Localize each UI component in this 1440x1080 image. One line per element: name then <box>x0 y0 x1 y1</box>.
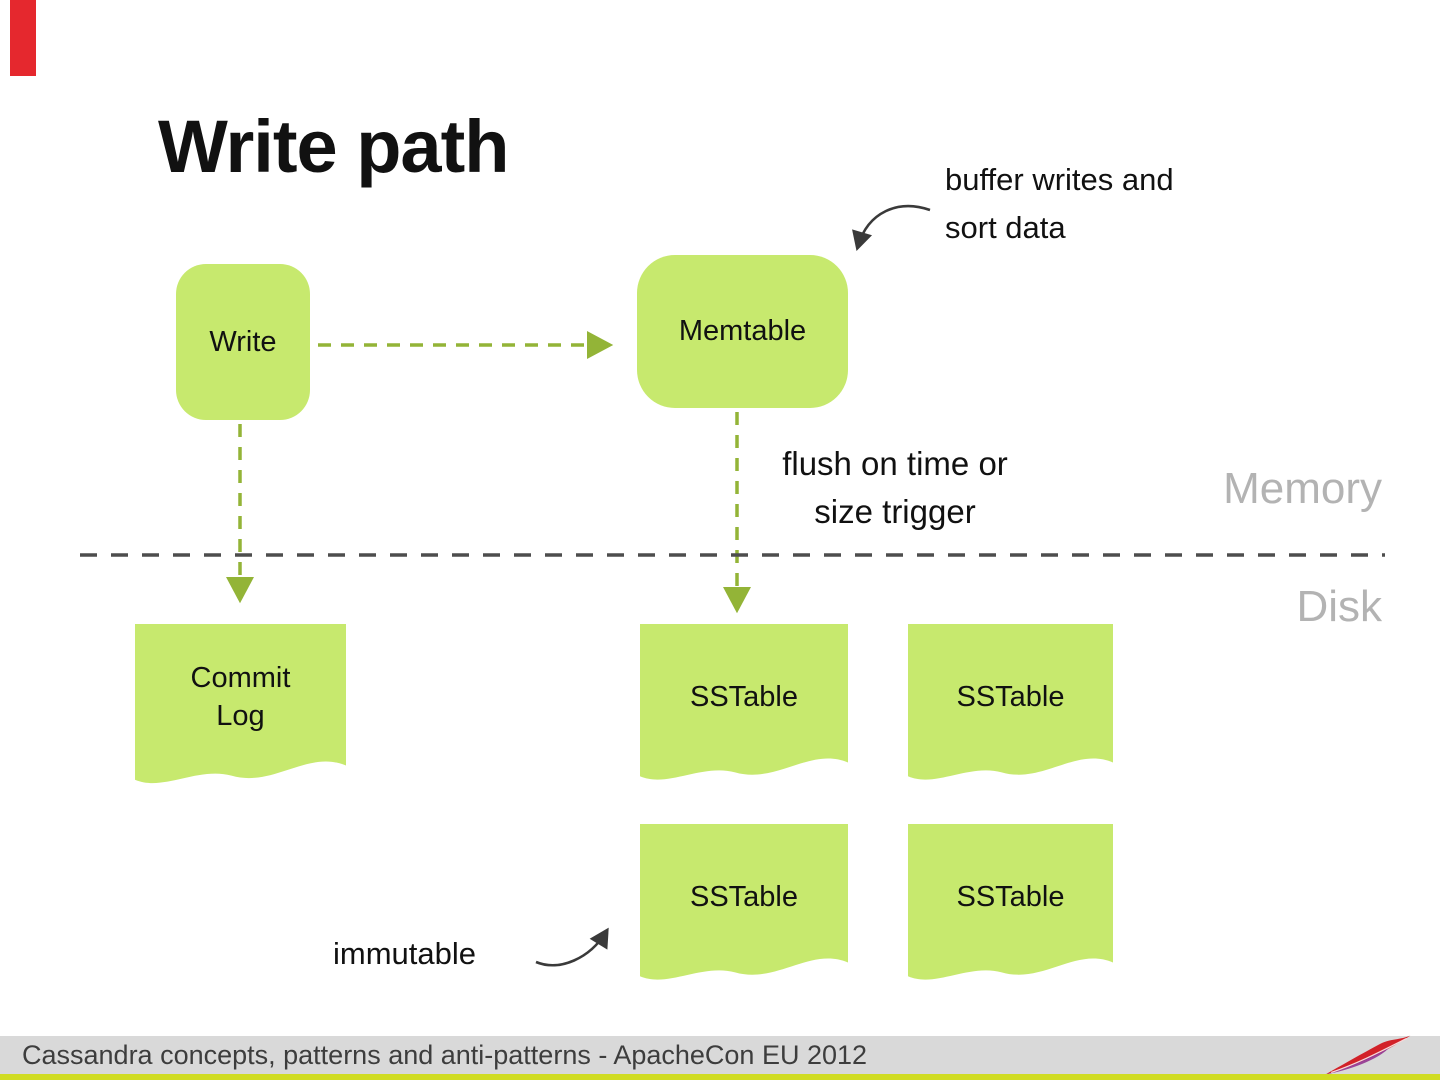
zone-label-disk: Disk <box>1296 582 1382 631</box>
annotation-flush-trigger: flush on time or size trigger <box>782 445 1008 530</box>
node-sstable-3-label: SSTable <box>689 881 798 914</box>
node-sstable-2: SSTable <box>908 624 1113 802</box>
document-shape <box>640 824 848 980</box>
node-commit-log-label: Commit Log <box>190 662 291 732</box>
accent-red-bar <box>10 0 36 76</box>
document-shape <box>908 824 1113 980</box>
footer-bar: Cassandra concepts, patterns and anti-pa… <box>0 1036 1440 1074</box>
node-sstable-4: SSTable <box>908 824 1113 1002</box>
document-shape <box>135 624 346 784</box>
slide-title: Write path <box>158 105 509 188</box>
footer-text: Cassandra concepts, patterns and anti-pa… <box>22 1039 868 1070</box>
annotation-buffer-writes: buffer writes and sort data <box>945 162 1174 246</box>
bottom-accent-strip <box>0 1074 1440 1080</box>
node-commit-log: Commit Log <box>135 624 346 806</box>
node-sstable-1: SSTable <box>640 624 848 802</box>
annotation-immutable: immutable <box>333 936 476 971</box>
node-sstable-1-label: SSTable <box>689 681 798 714</box>
node-memtable-label: Memtable <box>678 315 807 347</box>
node-memtable: Memtable <box>637 255 848 408</box>
document-shape <box>640 624 848 780</box>
zone-label-memory: Memory <box>1223 464 1382 513</box>
node-sstable-3: SSTable <box>640 824 848 1002</box>
sketch-arrow-buffer <box>852 204 931 251</box>
node-write-label: Write <box>209 325 277 358</box>
sketch-arrow-immutable <box>535 927 609 967</box>
node-sstable-2-label: SSTable <box>956 681 1065 714</box>
document-shape <box>908 624 1113 780</box>
node-write: Write <box>176 264 310 420</box>
node-sstable-4-label: SSTable <box>956 881 1065 914</box>
apache-feather-icon <box>1325 1035 1411 1075</box>
